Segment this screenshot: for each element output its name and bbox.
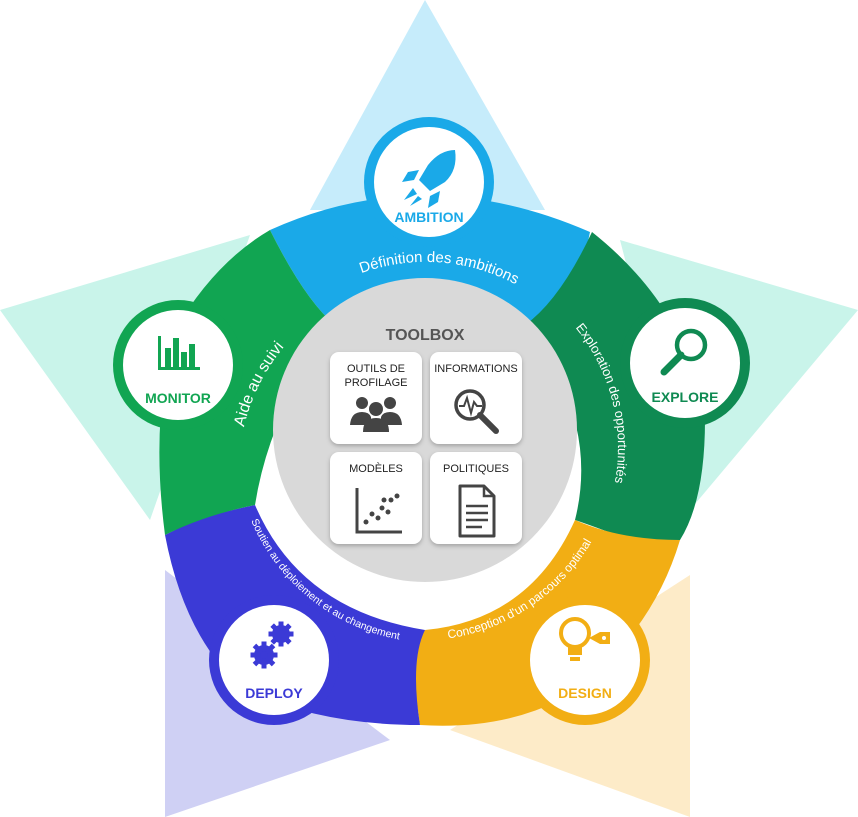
toolbox-title: TOOLBOX	[386, 327, 465, 344]
node-explore[interactable]: EXPLORE	[620, 298, 750, 428]
tool-card-profiling[interactable]: OUTILS DE PROFILAGE	[330, 352, 422, 444]
node-monitor[interactable]: MONITOR	[113, 300, 243, 430]
gears-icon	[250, 621, 294, 669]
explore-label: EXPLORE	[652, 389, 719, 405]
tool-label-line1: MODÈLES	[349, 462, 403, 475]
lightbulb-icon	[559, 617, 610, 661]
rocket-icon	[402, 150, 456, 208]
tool-label-line1: INFORMATIONS	[434, 363, 518, 375]
node-design[interactable]: DESIGN	[520, 595, 650, 725]
design-label: DESIGN	[558, 685, 612, 701]
scatter-chart-icon	[355, 488, 402, 534]
magnifier-icon	[660, 328, 708, 376]
document-icon	[458, 484, 496, 538]
tool-label-line1: POLITIQUES	[443, 463, 509, 475]
node-deploy[interactable]: DEPLOY	[209, 595, 339, 725]
toolbox-circle	[273, 278, 577, 582]
node-ambition[interactable]: AMBITION	[364, 117, 494, 247]
tool-card-models[interactable]: MODÈLES	[330, 452, 422, 544]
tool-label-line2: PROFILAGE	[345, 377, 408, 389]
magnifier-pulse-icon	[454, 389, 499, 434]
deploy-label: DEPLOY	[245, 685, 303, 701]
tool-label-line1: OUTILS DE	[347, 363, 405, 375]
segment-ambition[interactable]	[270, 195, 590, 325]
tool-card-policies[interactable]: POLITIQUES	[430, 452, 522, 544]
monitor-label: MONITOR	[145, 390, 211, 406]
people-icon	[350, 397, 402, 432]
tool-card-informations[interactable]: INFORMATIONS	[430, 352, 522, 444]
bar-chart-icon	[158, 336, 200, 370]
ambition-label: AMBITION	[394, 209, 463, 225]
